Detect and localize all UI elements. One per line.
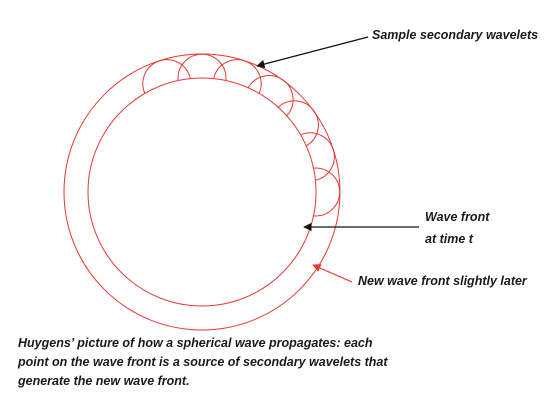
new-wave-front-label: New wave front slightly later	[358, 274, 527, 288]
wave-front-circle	[87, 77, 317, 307]
caption-line-3: generate the new wave front.	[18, 374, 190, 388]
wavelet-arc	[213, 59, 262, 94]
figure-caption: Huygens’ picture of how a spherical wave…	[18, 334, 448, 391]
wavelet-arc	[313, 167, 341, 217]
secondary-wavelets	[142, 53, 341, 217]
wavelet-arc	[247, 75, 294, 117]
caption-line-2: point on the wave front is a source of s…	[18, 355, 388, 369]
wavelet-arc	[142, 59, 191, 94]
new-wave-front-circle	[63, 53, 341, 331]
wave-front-time-label: at time t	[425, 232, 473, 246]
wave-front-label: Wave front	[425, 210, 490, 224]
wavelet-arc	[300, 132, 335, 181]
wavelet-arc	[277, 100, 319, 147]
wavelets-label: Sample secondary wavelets	[372, 28, 539, 42]
new-front-arrow	[312, 264, 353, 283]
caption-line-1: Huygens’ picture of how a spherical wave…	[18, 336, 373, 350]
wavelet-arc	[177, 53, 227, 81]
wavelets-arrow	[256, 36, 369, 69]
